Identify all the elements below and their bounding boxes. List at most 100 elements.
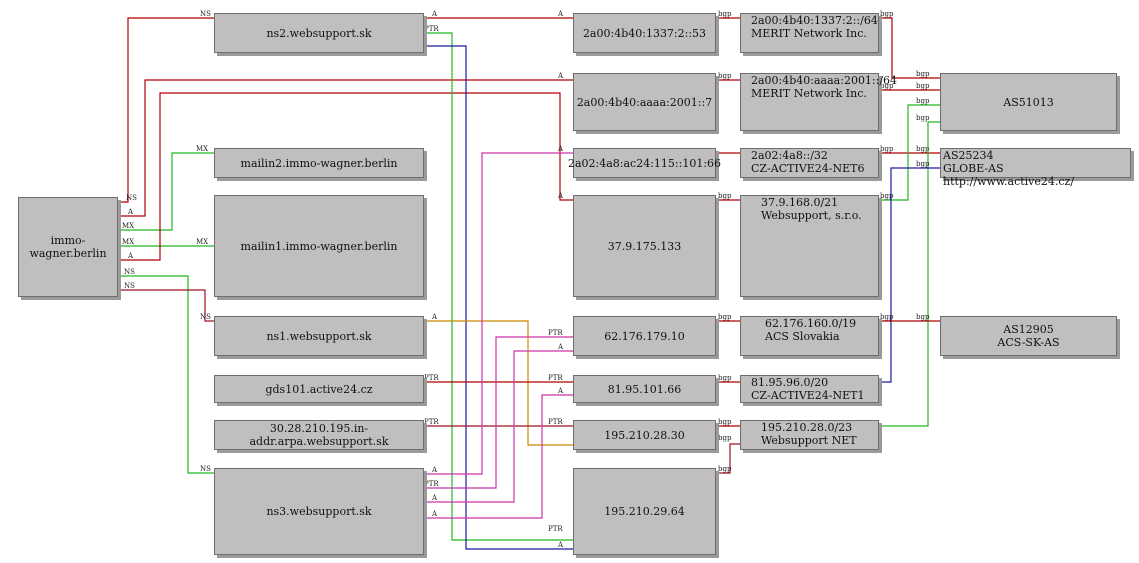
node-ip-195-210-28-30[interactable]: 195.210.28.30 xyxy=(573,420,716,450)
edge-label-25-0: bgp xyxy=(880,10,894,18)
edge-8 xyxy=(424,32,573,541)
edge-28 xyxy=(879,104,940,201)
edge-label-6-1: NS xyxy=(200,313,211,321)
edge-30 xyxy=(879,167,940,383)
node-ip-62-176-179-10[interactable]: 62.176.179.10 xyxy=(573,316,716,356)
edge-label-22-0: bgp xyxy=(718,374,732,382)
edge-label-16-0: A xyxy=(431,510,438,518)
edge-label-28-0: bgp xyxy=(880,192,894,200)
node-ip-37-9-175-133[interactable]: 37.9.175.133 xyxy=(573,195,716,297)
edge-label-1-0: A xyxy=(127,208,134,216)
node-ns2[interactable]: ns2.websupport.sk xyxy=(214,13,424,53)
edge-label-24-1: bgp xyxy=(718,465,732,473)
edge-label-4-1: A xyxy=(557,192,564,200)
node-label: 2a00:4b40:1337:2::53 xyxy=(582,26,707,40)
edge-29 xyxy=(879,121,940,427)
edge-label-29-0: bgp xyxy=(916,114,930,122)
node-label-line1: 62.176.160.0/19 xyxy=(765,317,857,330)
node-immo-wagner-berlin[interactable]: immo-wagner.berlin xyxy=(18,197,118,297)
edge-10 xyxy=(424,320,573,446)
node-label: ns2.websupport.sk xyxy=(266,26,372,40)
node-label-line2: ACS-SK-AS xyxy=(997,336,1060,349)
edge-4 xyxy=(118,92,573,261)
node-ip6-53[interactable]: 2a00:4b40:1337:2::53 xyxy=(573,13,716,53)
node-label-line2: ACS Slovakia xyxy=(765,330,840,343)
edge-label-3-1: MX xyxy=(196,238,208,246)
edge-label-0-0: NS xyxy=(126,194,137,202)
edge-label-1-1: A xyxy=(557,72,564,80)
node-label: ns3.websupport.sk xyxy=(266,505,372,518)
edge-6 xyxy=(118,289,214,322)
edge-24 xyxy=(716,443,740,474)
node-label-line2: CZ-ACTIVE24-NET1 xyxy=(751,389,865,402)
node-ns1[interactable]: ns1.websupport.sk xyxy=(214,316,424,356)
node-label: 62.176.179.10 xyxy=(604,329,685,343)
node-arpa[interactable]: 30.28.210.195.in-addr.arpa.websupport.sk xyxy=(214,420,424,450)
node-mailin2[interactable]: mailin2.immo-wagner.berlin xyxy=(214,148,424,178)
node-label: 2a00:4b40:aaaa:2001::7 xyxy=(576,95,713,109)
node-label: AS51013 xyxy=(1003,95,1054,109)
edge-label-14-1: PTR xyxy=(548,329,563,337)
edge-label-10-0: A xyxy=(431,313,438,321)
node-label-line1: AS25234 xyxy=(943,149,994,162)
edge-label-17-0: bgp xyxy=(718,10,732,18)
node-ip-81-95-101-66[interactable]: 81.95.101.66 xyxy=(573,375,716,403)
edge-label-27-0: bgp xyxy=(880,145,894,153)
edge-label-11-0: PTR xyxy=(424,374,439,382)
edge-1 xyxy=(118,79,573,217)
edge-label-15-0: A xyxy=(431,494,438,502)
node-mailin1[interactable]: mailin1.immo-wagner.berlin xyxy=(214,195,424,297)
node-ns3[interactable]: ns3.websupport.sk xyxy=(214,468,424,555)
node-as51013[interactable]: AS51013 xyxy=(940,73,1117,131)
edge-label-9-0: A xyxy=(557,541,564,549)
edge-label-13-1: A xyxy=(557,145,564,153)
node-gds101[interactable]: gds101.active24.cz xyxy=(214,375,424,403)
edge-label-8-1: PTR xyxy=(548,525,563,533)
edge-label-11-1: PTR xyxy=(548,374,563,382)
node-label-line1: AS12905 xyxy=(1003,323,1054,336)
node-ip6-7[interactable]: 2a00:4b40:aaaa:2001::7 xyxy=(573,73,716,131)
edge-label-5-0: NS xyxy=(124,268,135,276)
node-label-line1: 2a00:4b40:aaaa:2001::/64 xyxy=(751,74,898,87)
node-label-line1: 195.210.28.0/23 xyxy=(761,421,853,434)
node-label-line2: MERIT Network Inc. xyxy=(751,87,867,100)
edge-label-8-0: PTR xyxy=(424,25,439,33)
edge-label-23-0: bgp xyxy=(718,418,732,426)
node-label-line1: 2a00:4b40:1337:2::/64 xyxy=(751,14,878,27)
edge-label-31-0: bgp xyxy=(880,313,894,321)
edge-label-2-0: MX xyxy=(122,222,134,230)
node-label: mailin1.immo-wagner.berlin xyxy=(240,239,398,253)
node-label: 30.28.210.195.in-addr.arpa.websupport.sk xyxy=(249,422,389,448)
edge-label-13-0: A xyxy=(431,466,438,474)
node-ip-195-210-29-64[interactable]: 195.210.29.64 xyxy=(573,468,716,555)
edge-label-7-0: A xyxy=(431,10,438,18)
node-label-line2: Websupport NET xyxy=(761,434,857,447)
node-label: immo-wagner.berlin xyxy=(29,234,107,260)
node-label: 195.210.29.64 xyxy=(604,505,685,518)
node-label: mailin2.immo-wagner.berlin xyxy=(240,156,398,170)
edge-label-25-1: bgp xyxy=(916,70,930,78)
edge-label-24-0: bgp xyxy=(718,434,732,442)
edge-label-30-0: bgp xyxy=(916,160,930,168)
edge-label-14-0: PTR xyxy=(424,480,439,488)
edge-label-28-1: bgp xyxy=(916,97,930,105)
edge-label-18-0: bgp xyxy=(718,72,732,80)
edge-label-31-1: bgp xyxy=(916,313,930,321)
node-label-line2: GLOBE-AS http://www.active24.cz/ xyxy=(943,162,1075,188)
node-ip6-66[interactable]: 2a02:4a8:ac24:115::101:66 xyxy=(568,148,721,178)
node-label: 37.9.175.133 xyxy=(607,239,682,253)
edge-label-26-0: bgp xyxy=(880,82,894,90)
edge-13 xyxy=(424,152,573,475)
edge-label-7-1: A xyxy=(557,10,564,18)
